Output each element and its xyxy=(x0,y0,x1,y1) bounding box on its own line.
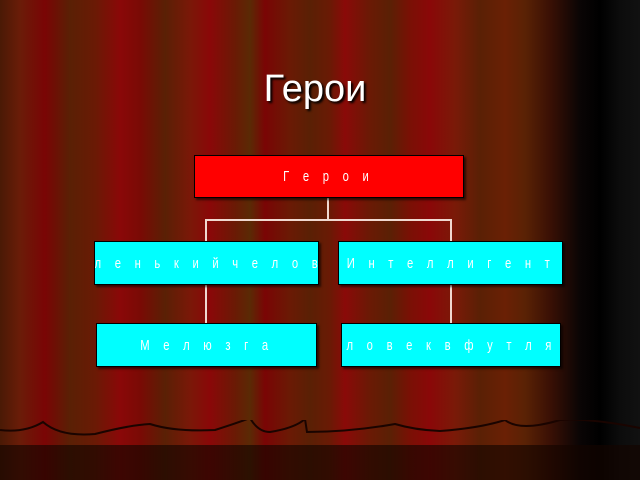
connector xyxy=(205,284,207,323)
node-little-man: М а л е н ь к и й ч е л о в е к xyxy=(94,241,319,285)
node-label: И н т е л л и г е н т xyxy=(346,254,555,272)
node-intelligent: И н т е л л и г е н т xyxy=(338,241,563,285)
curtain-hem xyxy=(0,420,640,436)
node-meluzga: М е л ю з г а xyxy=(96,323,317,367)
connector xyxy=(205,219,207,241)
node-root: Г е р о и xyxy=(194,155,464,198)
node-label: Ч е л о в е к в ф у т л я р е xyxy=(342,336,560,354)
connector xyxy=(450,284,452,323)
connector xyxy=(327,197,329,221)
connector xyxy=(450,219,452,241)
node-label: М е л ю з г а xyxy=(139,336,274,354)
connector xyxy=(205,219,452,221)
curtain-bottom-shadow xyxy=(0,445,640,480)
node-label: Г е р о и xyxy=(283,168,375,185)
node-man-in-case: Ч е л о в е к в ф у т л я р е xyxy=(341,323,561,367)
slide-title: Герои xyxy=(263,68,367,110)
node-label: М а л е н ь к и й ч е л о в е к xyxy=(94,254,318,272)
